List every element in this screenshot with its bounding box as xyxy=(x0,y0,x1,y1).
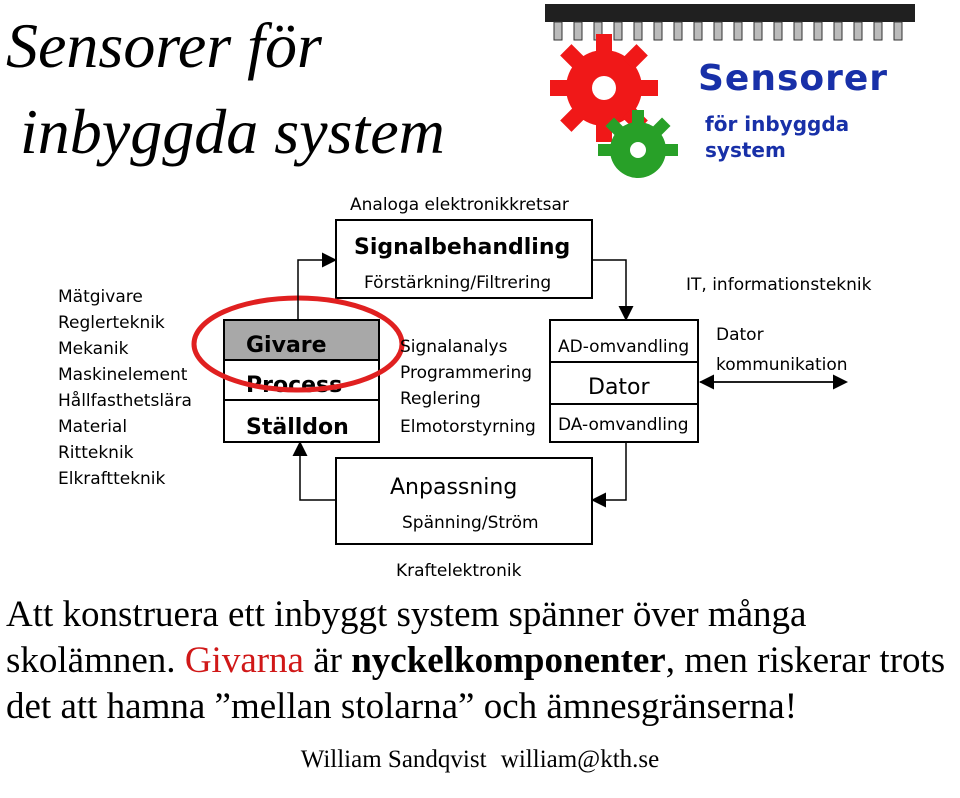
arrow-adaptation-to-actuator xyxy=(292,441,336,501)
left-subject: Elkraftteknik xyxy=(58,469,166,489)
arrow-sensor-to-signal xyxy=(297,252,337,320)
middle-subject: Reglering xyxy=(400,389,481,409)
process-box xyxy=(223,359,380,401)
middle-subject: Elmotorstyrning xyxy=(400,417,536,437)
middle-subject: Signalanalys xyxy=(400,337,508,357)
paragraph-bold-key-components: nyckelkomponenter xyxy=(351,640,666,681)
right-label-computer: Dator xyxy=(716,325,764,345)
right-label-communication: kommunikation xyxy=(716,355,848,375)
computer-box xyxy=(549,361,699,405)
left-subject: Maskinelement xyxy=(58,365,188,385)
left-subject: Hållfasthetslära xyxy=(58,390,192,411)
left-subject: Material xyxy=(58,417,127,437)
computer-label: Dator xyxy=(588,375,651,400)
course-logo: Sensorer för inbyggda system xyxy=(540,0,960,180)
footer-author: William Sandqvist xyxy=(300,746,487,773)
label-power-electronics: Kraftelektronik xyxy=(396,561,522,581)
slide-title-line-1: Sensorer för xyxy=(6,10,322,81)
da-conversion-label: DA-omvandling xyxy=(558,415,689,435)
it-label: IT, informationsteknik xyxy=(686,275,872,295)
body-paragraph: Att konstruera ett inbyggt system spänne… xyxy=(6,592,956,730)
ad-conversion-label: AD-omvandling xyxy=(558,337,689,357)
actuator-label: Ställdon xyxy=(246,415,349,440)
slide-title-line-2: inbyggda system xyxy=(20,96,445,167)
middle-subject: Programmering xyxy=(400,363,532,383)
middle-subject-list: Signalanalys Programmering Reglering Elm… xyxy=(400,337,536,437)
adaptation-title: Anpassning xyxy=(390,475,517,500)
ad-conversion-box xyxy=(549,319,699,363)
actuator-box xyxy=(223,399,380,443)
logo-graphic xyxy=(545,4,915,178)
logo-title: Sensorer xyxy=(698,58,889,99)
da-conversion-box xyxy=(549,403,699,443)
left-subject: Mätgivare xyxy=(58,287,143,307)
arrow-computer-to-adaptation xyxy=(591,442,627,508)
logo-subtitle-1: för inbyggda xyxy=(705,112,850,136)
signal-processing-box xyxy=(335,219,593,299)
left-subject: Ritteknik xyxy=(58,443,134,463)
chip-body-icon xyxy=(545,4,915,22)
adaptation-box xyxy=(335,457,593,545)
green-gear-icon xyxy=(598,110,678,178)
paragraph-highlight-sensors: Givarna xyxy=(184,640,304,681)
paragraph-text-2: är xyxy=(303,640,352,681)
arrow-signal-to-computer xyxy=(592,259,634,321)
logo-subtitle-2: system xyxy=(705,138,786,162)
sensor-label: Givare xyxy=(246,333,327,358)
adaptation-subtitle: Spänning/Ström xyxy=(402,513,539,533)
left-subject-list: Mätgivare Reglerteknik Mekanik Maskinele… xyxy=(58,287,192,489)
signal-processing-subtitle: Förstärkning/Filtrering xyxy=(364,273,551,293)
signal-processing-title: Signalbehandling xyxy=(354,235,570,260)
left-subject: Reglerteknik xyxy=(58,313,165,333)
label-analog-electronics: Analoga elektronikkretsar xyxy=(350,195,569,215)
paragraph-text-3: , men riskerar trots det att hamna ”mell… xyxy=(6,640,946,727)
left-subject: Mekanik xyxy=(58,339,129,359)
paragraph-text-1: Att konstruera ett inbyggt system spänne… xyxy=(6,594,807,681)
footer: William Sandqvist william@kth.se xyxy=(0,746,960,774)
sensor-box xyxy=(223,319,380,361)
system-diagram: Analoga elektronikkretsar Signalbehandli… xyxy=(58,195,872,581)
footer-email: william@kth.se xyxy=(500,746,660,773)
diagram-connectors xyxy=(292,252,848,508)
